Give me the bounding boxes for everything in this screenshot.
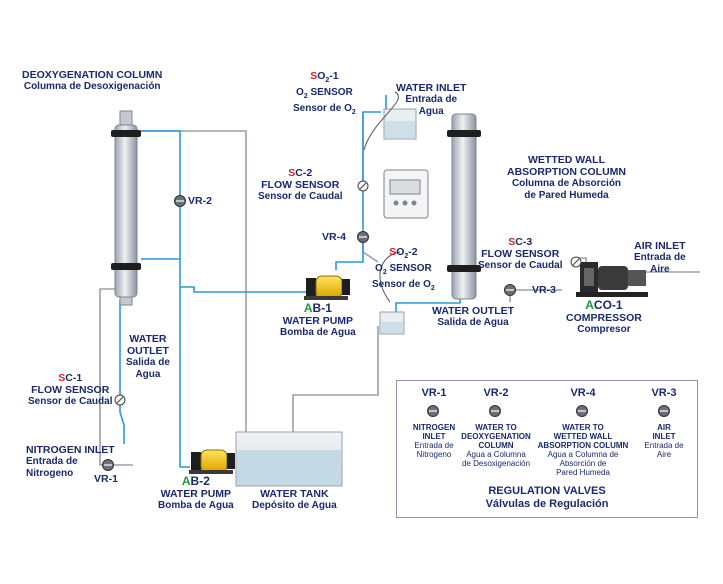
label-deoxygenation-column: DEOXYGENATION COLUMN Columna de Desoxige… (22, 69, 162, 93)
legend-valve-icons (427, 405, 670, 417)
valve-vr2 (174, 195, 186, 207)
water-line-to-inlet (335, 111, 381, 270)
valve-vr4 (357, 231, 369, 243)
legend-item-vr2: VR-2 WATER TO DEOXYGENATION COLUMN Agua … (461, 387, 531, 468)
label-nitrogen-inlet: NITROGEN INLET Entrada de Nitrogeno (26, 444, 115, 479)
label-sc1: SC-1 FLOW SENSOR Sensor de Caudal (28, 372, 113, 407)
label-vr3: VR-3 (532, 284, 556, 296)
label-water-outlet-right: WATER OUTLET Salida de Agua (432, 305, 515, 328)
water-pump-2 (189, 449, 235, 474)
label-so2-2: SO2-2 O2 SENSOR Sensor de O2 (372, 246, 435, 293)
label-water-tank: WATER TANK Depósito de Agua (252, 488, 337, 511)
wetted-wall-column (447, 113, 481, 300)
label-vr4: VR-4 (322, 231, 346, 243)
legend-item-vr1: VR-1 NITROGEN INLET Entrada de Nitrogeno (412, 387, 456, 459)
label-water-outlet-left: WATER OUTLET Salida de Agua (126, 333, 170, 380)
legend-title: REGULATION VALVES Válvulas de Regulación (485, 485, 609, 510)
label-vr2: VR-2 (188, 195, 212, 207)
legend-item-vr4: VR-4 WATER TO WETTED WALL ABSORPTION COL… (537, 387, 629, 477)
air-compressor (576, 262, 648, 297)
gas-line-column-top (140, 130, 247, 435)
regulation-valves-legend: VR-1 NITROGEN INLET Entrada de Nitrogeno… (396, 380, 698, 518)
label-so2-1: SO2-1 O2 SENSOR Sensor de O2 (293, 70, 356, 117)
water-lines (119, 95, 461, 468)
valve-vr1 (102, 459, 114, 471)
tank-return-line (292, 326, 379, 432)
deoxygenation-subtitle: Columna de Desoxigenación (23, 81, 161, 92)
label-sc3: SC-3 FLOW SENSOR Sensor de Caudal (478, 236, 563, 271)
o2-controller (383, 169, 429, 219)
deoxygenation-column (111, 110, 141, 306)
column-flange-top (111, 130, 141, 137)
so2-1-prefix: S (310, 70, 318, 82)
water-line-column-top (140, 130, 181, 259)
water-line-pump1-branch (180, 286, 306, 293)
water-pump-1 (304, 275, 350, 300)
label-ab1: AB-1 WATER PUMP Bomba de Agua (280, 301, 356, 339)
valve-vr3 (504, 284, 516, 296)
water-tank (235, 431, 343, 487)
legend-item-vr3: VR-3 AIR INLET Entrada de Aire (644, 387, 684, 459)
column-flange-top (447, 130, 481, 137)
water-outlet-tank (379, 311, 405, 335)
label-ab2: AB-2 WATER PUMP Bomba de Agua (158, 474, 234, 512)
column-flange-bottom (447, 265, 481, 272)
water-inlet-tank (383, 108, 417, 140)
label-air-inlet: AIR INLET Entrada de Aire (634, 240, 686, 275)
flow-sensor-sc1 (114, 394, 126, 406)
label-wetted-wall-column: WETTED WALL ABSORPTION COLUMN Columna de… (507, 154, 626, 201)
column-flange-bottom (111, 263, 141, 270)
flow-sensor-sc3 (570, 256, 582, 268)
label-vr1: VR-1 (94, 473, 118, 485)
label-water-inlet: WATER INLET Entrada de Agua (396, 82, 467, 117)
deoxygenation-title: DEOXYGENATION COLUMN (22, 69, 163, 81)
water-line-pump2-to-column (141, 258, 190, 468)
sensor-cable-1 (363, 91, 399, 151)
water-outlet-left-line (119, 300, 125, 444)
nitrogen-line (99, 297, 133, 466)
label-sc2: SC-2 FLOW SENSOR Sensor de Caudal (258, 167, 343, 202)
flow-sensor-sc2 (357, 180, 369, 192)
label-aco1: ACO-1 COMPRESSOR Compresor (566, 298, 642, 336)
sensor-cable-2 (379, 251, 401, 303)
